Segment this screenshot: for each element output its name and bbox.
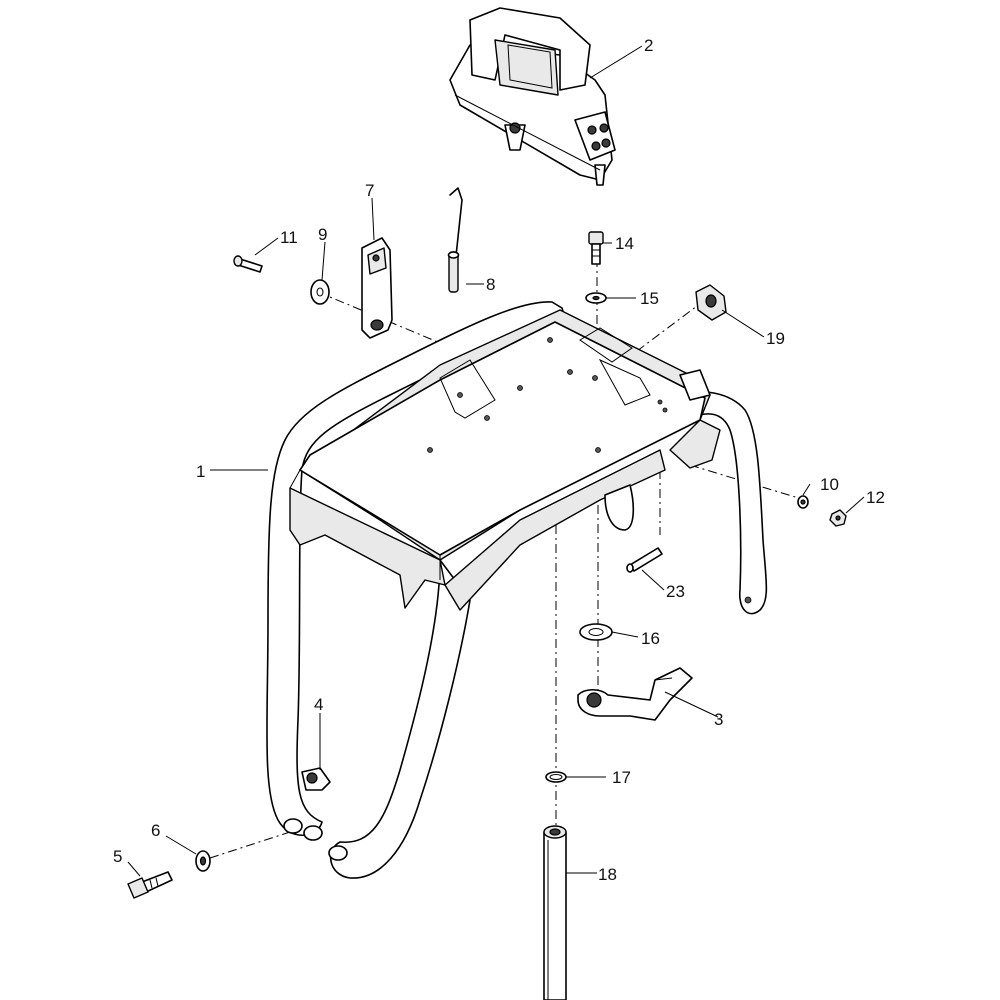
callout-9[interactable]: 9 <box>318 225 327 244</box>
washer-part-9 <box>310 279 330 305</box>
callout-1[interactable]: 1 <box>196 462 205 481</box>
pin-part-8 <box>447 187 463 293</box>
leader-lines <box>127 45 865 877</box>
callout-5[interactable]: 5 <box>113 847 122 866</box>
callout-11[interactable]: 11 <box>280 228 298 247</box>
fitting-part-4 <box>301 767 331 791</box>
screw-part-11 <box>233 255 263 273</box>
callout-15[interactable]: 15 <box>640 289 659 308</box>
callout-10[interactable]: 10 <box>820 475 839 494</box>
callout-14[interactable]: 14 <box>615 234 634 253</box>
clip-part-23 <box>626 547 663 573</box>
callout-4[interactable]: 4 <box>314 695 323 714</box>
callout-18[interactable]: 18 <box>598 865 617 884</box>
callout-2[interactable]: 2 <box>644 36 653 55</box>
latch-part-7 <box>361 237 393 339</box>
callout-16[interactable]: 16 <box>641 629 660 648</box>
lever-part-3 <box>577 667 693 721</box>
callout-3[interactable]: 3 <box>714 710 723 729</box>
handle-bracket-part-2 <box>449 7 616 186</box>
washer-part-16 <box>579 623 613 641</box>
bolt-part-5 <box>127 871 173 899</box>
callout-7[interactable]: 7 <box>365 181 374 200</box>
grommet-part-19 <box>695 284 727 321</box>
callout-19[interactable]: 19 <box>766 329 785 348</box>
callout-23[interactable]: 23 <box>666 582 685 601</box>
callout-8[interactable]: 8 <box>486 275 495 294</box>
callout-labels: 2 1 3 4 5 6 7 8 9 10 11 12 14 15 16 17 1… <box>113 36 885 884</box>
callout-6[interactable]: 6 <box>151 821 160 840</box>
washer-part-15 <box>585 292 607 304</box>
bolt-part-14 <box>588 231 604 265</box>
shaft-part-18 <box>543 825 567 1000</box>
callout-12[interactable]: 12 <box>866 488 885 507</box>
washer-part-6 <box>195 850 211 872</box>
washer-part-10 <box>797 495 809 509</box>
callout-17[interactable]: 17 <box>612 768 631 787</box>
ring-part-17 <box>545 771 567 783</box>
main-frame-part-1 <box>266 301 768 879</box>
nut-part-12 <box>829 509 847 527</box>
